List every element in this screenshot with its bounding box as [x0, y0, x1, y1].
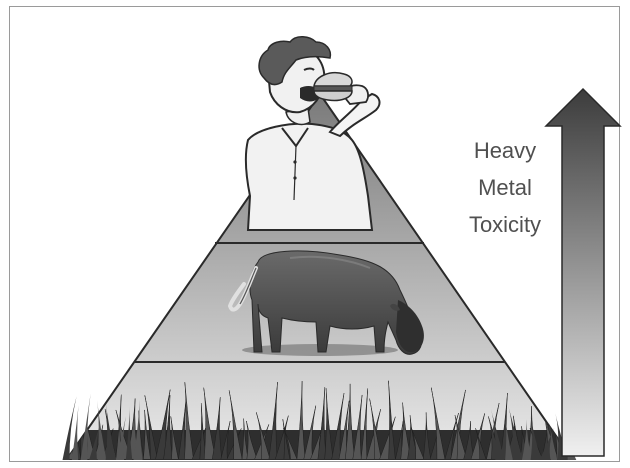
- person-eating-burger-icon: [246, 37, 380, 230]
- arrow-label-line-3: Toxicity: [455, 212, 555, 238]
- arrow-label-line-1: Heavy: [455, 138, 555, 164]
- burger-icon: [314, 73, 352, 101]
- arrow-up-icon: [546, 89, 620, 456]
- arrow-label-line-2: Metal: [455, 175, 555, 201]
- toxicity-increase-arrow: [546, 89, 620, 456]
